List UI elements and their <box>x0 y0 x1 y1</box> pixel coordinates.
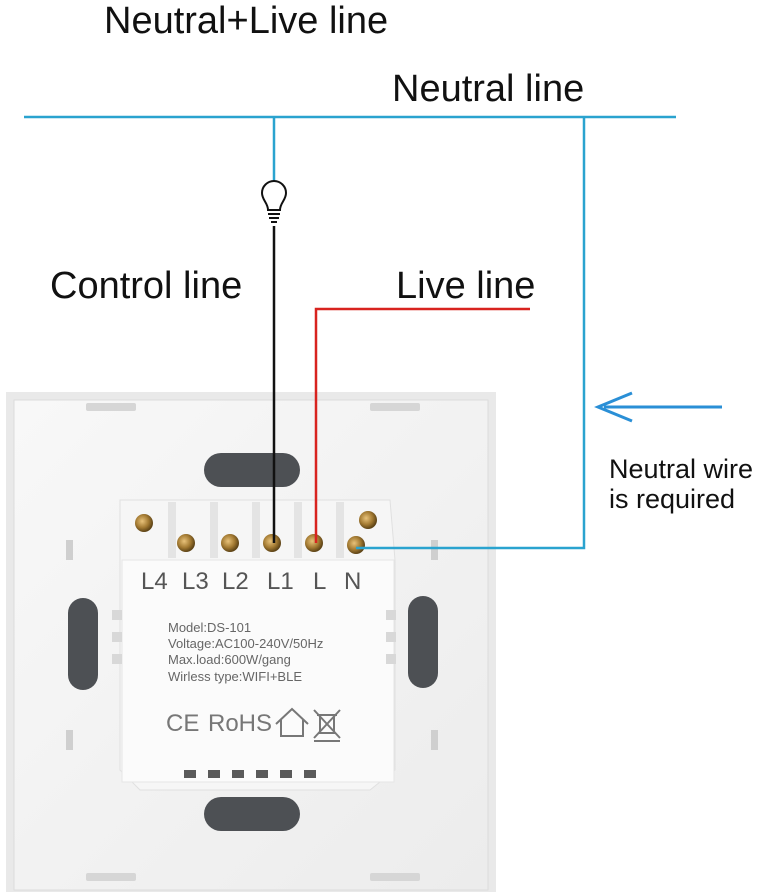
control-line-label: Control line <box>50 265 243 307</box>
neutral-note-line1: Neutral wire <box>609 454 754 484</box>
terminal-label-l3: L3 <box>182 568 209 595</box>
terminal-label-l: L <box>313 568 327 595</box>
mount-slot-right <box>408 596 438 688</box>
wires <box>24 115 676 550</box>
screw-n-top <box>359 511 377 529</box>
screw-l1 <box>263 534 281 552</box>
neutral-note-line2: is required <box>609 484 736 514</box>
mount-slot-left <box>68 598 98 690</box>
screw-n <box>347 536 365 554</box>
screw-l4-top <box>135 514 153 532</box>
house-icon <box>275 707 309 737</box>
screw-l3 <box>177 534 195 552</box>
neutral-line-label: Neutral line <box>392 68 585 110</box>
spec-model: Model:DS-101 <box>168 620 252 635</box>
switch-module <box>112 499 396 791</box>
rohs-mark: RoHS <box>208 710 273 737</box>
spec-wireless: Wirless type:WIFI+BLE <box>168 669 302 684</box>
live-line-label: Live line <box>396 265 536 307</box>
neutral-wire-switch <box>356 117 586 550</box>
weee-bin-icon <box>313 709 341 742</box>
ce-mark: CE <box>166 710 200 737</box>
terminal-label-l1: L1 <box>267 568 294 595</box>
terminal-label-l2: L2 <box>222 568 249 595</box>
terminal-label-l4: L4 <box>141 568 168 595</box>
mount-slot-bottom <box>204 797 300 831</box>
live-wire <box>314 307 530 543</box>
terminal-screws <box>135 511 377 554</box>
mount-slot-top <box>204 453 300 487</box>
terminal-label-n: N <box>344 568 362 595</box>
bulb-icon <box>260 180 288 223</box>
screw-l2 <box>221 534 239 552</box>
arrow-left-icon <box>594 391 722 423</box>
screw-l <box>305 534 323 552</box>
spec-voltage: Voltage:AC100-240V/50Hz <box>168 636 324 651</box>
spec-max-load: Max.load:600W/gang <box>168 652 291 667</box>
top-title: Neutral+Live line <box>104 0 389 42</box>
